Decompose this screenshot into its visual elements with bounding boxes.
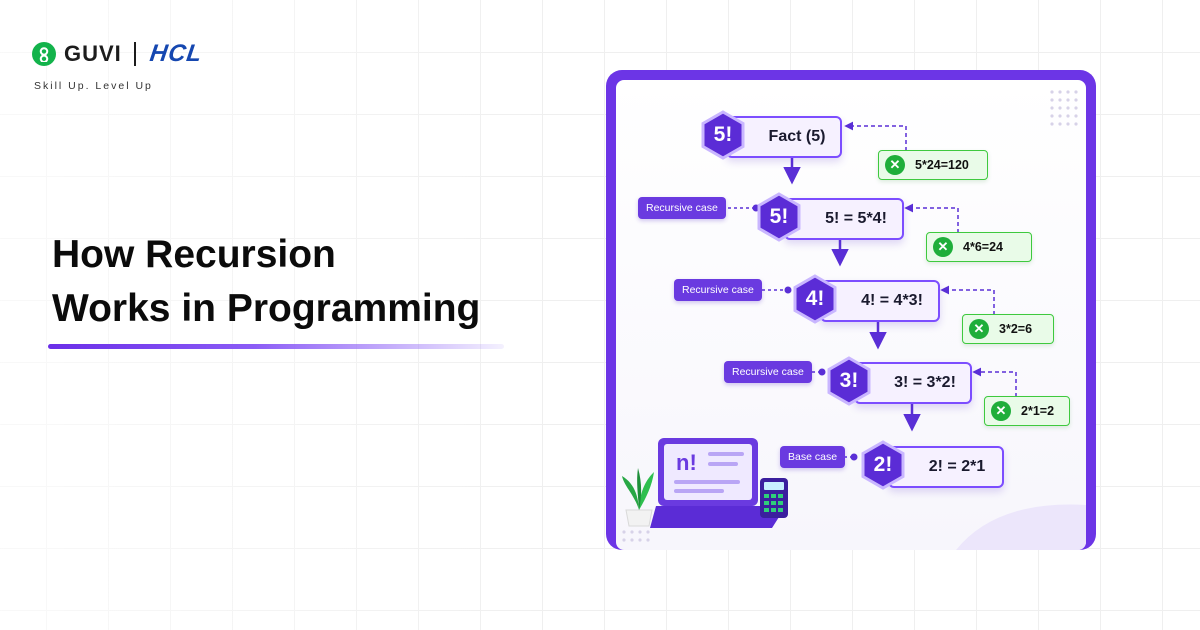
decorative-dots-bottom [622,530,650,542]
laptop-illustration [650,438,788,528]
page-title: How Recursion Works in Programming [52,228,480,336]
node-text: 2! = 2*1 [928,458,986,475]
x-icon: ✕ [933,237,953,257]
node-text: 3! = 3*2! [894,374,956,391]
hexagon-badge: 2! [860,440,906,490]
node-5-factorial: 5! = 5*4! [784,198,904,240]
badge-label: 2! [873,453,893,476]
node-2-factorial: 2! = 2*1 [888,446,1004,488]
hexagon-badge: 4! [792,274,838,324]
result-text: 2*1=2 [1021,404,1055,418]
plant-illustration [622,468,654,527]
guvi-logo-icon [32,42,56,66]
laptop-screen-label: n! [676,450,697,475]
title-underline [48,344,504,349]
background-veil [0,0,560,630]
x-icon: ✕ [969,319,989,339]
node-text: 4! = 4*3! [861,292,923,309]
node-text: Fact (5) [768,128,826,145]
title-line-1: How Recursion [52,233,336,276]
brand-tagline: Skill Up. Level Up [34,80,153,92]
node-4-factorial: 4! = 4*3! [820,280,940,322]
diagram-canvas: n! Fact (5) 5! ✕ 5*24=120 Recursive case… [616,80,1086,550]
brand-logo[interactable]: GUVI HCL Skill Up. Level Up [32,40,205,92]
recursion-diagram-card: n! Fact (5) 5! ✕ 5*24=120 Recursive case… [606,70,1096,550]
guvi-wordmark: GUVI [64,41,122,66]
node-text: 5! = 5*4! [825,210,887,227]
result-box: ✕ 2*1=2 [984,396,1070,426]
return-connector-1 [844,121,907,151]
result-text: 4*6=24 [963,240,1003,254]
hexagon-badge: 5! [756,192,802,242]
case-label-recursive: Recursive case [674,279,762,301]
hcl-wordmark: HCL [147,40,205,67]
return-connector-2 [904,203,959,233]
result-box-top: ✕ 5*24=120 [878,150,988,180]
x-icon: ✕ [885,155,905,175]
case-label-base: Base case [780,446,846,468]
result-text: 5*24=120 [915,158,969,172]
hexagon-badge: 3! [826,356,872,406]
case-label-recursive: Recursive case [724,361,812,383]
case-label-recursive: Recursive case [638,197,726,219]
result-box: ✕ 3*2=6 [962,314,1054,344]
x-icon: ✕ [991,401,1011,421]
decorative-dots-top [1050,90,1078,126]
return-connector-3 [940,285,995,315]
badge-label: 5! [713,123,733,146]
hexagon-badge: 5! [700,110,746,160]
result-box: ✕ 4*6=24 [926,232,1032,262]
node-3-factorial: 3! = 3*2! [854,362,972,404]
badge-label: 4! [805,287,825,310]
return-connector-4 [972,367,1017,397]
result-text: 3*2=6 [999,322,1033,336]
badge-label: 5! [769,205,789,228]
badge-label: 3! [839,369,859,392]
diagram-connectors [622,121,1086,550]
node-fact-5: Fact (5) [726,116,842,158]
logo-divider [133,42,136,66]
title-line-2: Works in Programming [52,287,481,330]
